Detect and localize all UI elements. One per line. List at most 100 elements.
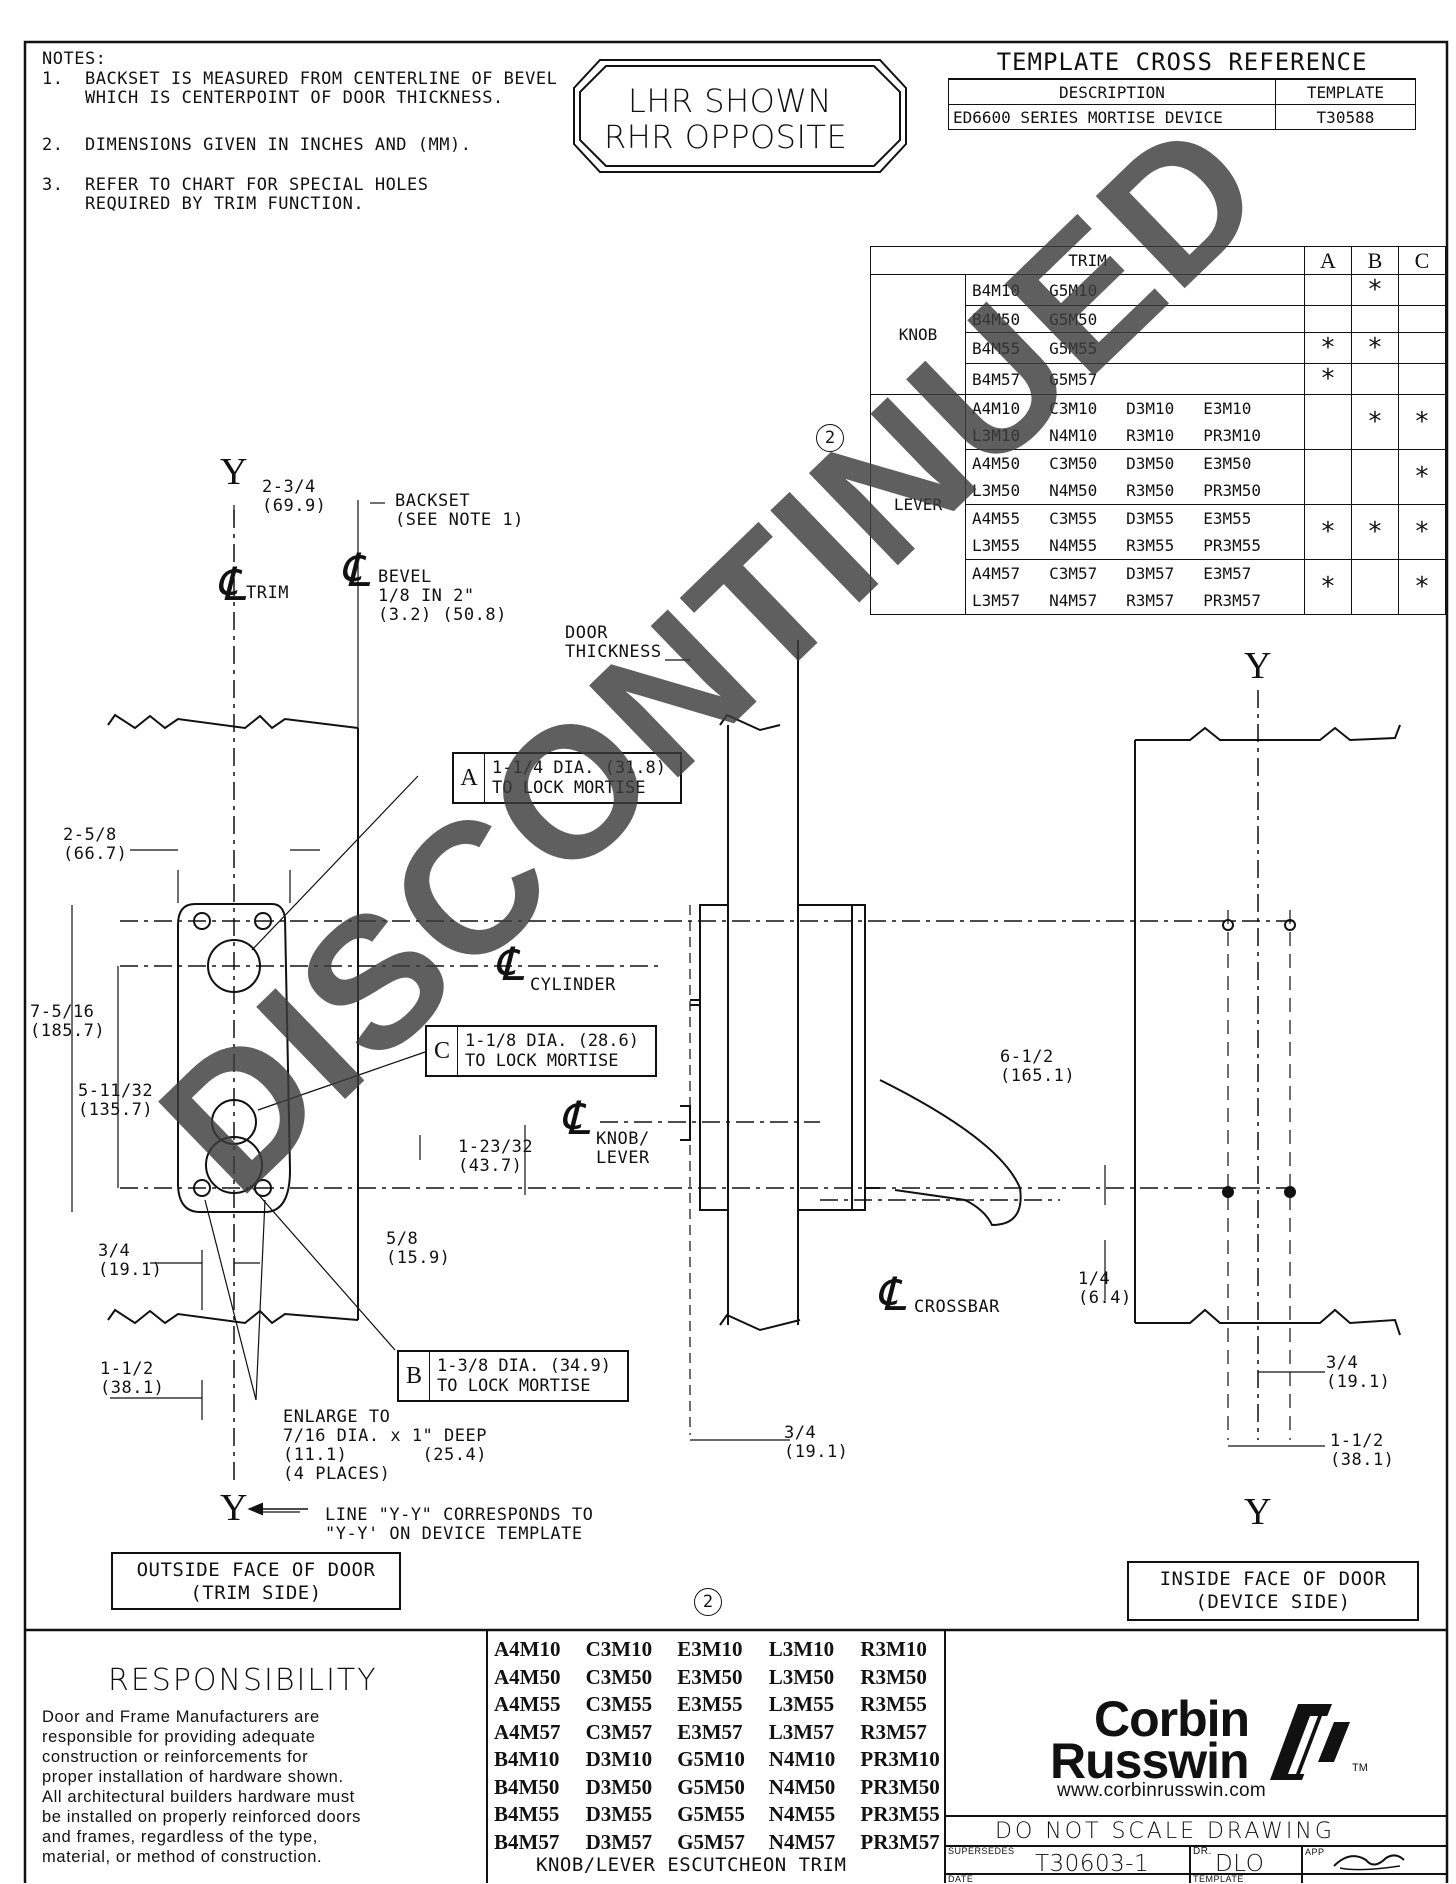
door-edge-dimension: 3/4 (19.1) <box>784 1423 849 1462</box>
lever-row-b: * <box>1351 504 1399 560</box>
knob-label: KNOB <box>870 274 966 395</box>
knob-row-b: * <box>1351 332 1399 364</box>
do-not-scale-label: DO NOT SCALE DRAWING <box>995 1819 1335 1844</box>
lever-row-line: L3M55 N4M55 R3M55 PR3M55 <box>972 536 1261 555</box>
trim-code: N4M50 <box>768 1774 836 1799</box>
hole-c-letter: C <box>427 1027 458 1075</box>
y-label-bottom-left: Y <box>220 1487 248 1529</box>
trim-header-c: C <box>1398 246 1446 275</box>
hand-opposite-label: RHR OPPOSITE <box>604 118 848 156</box>
cl-cylinder-label: CYLINDER <box>530 975 616 995</box>
knob-row-c <box>1398 363 1446 395</box>
hole-b-callout: B 1-3/8 DIA. (34.9) TO LOCK MORTISE <box>397 1350 629 1402</box>
brand-url: www.corbinrusswin.com <box>1057 1780 1267 1801</box>
trim-code: PR3M10 <box>860 1747 940 1771</box>
knob-row-c <box>1398 305 1446 333</box>
trim-code: R3M50 <box>860 1664 927 1689</box>
cl-crossbar-label: CROSSBAR <box>914 1297 1000 1317</box>
dr-label: DR. <box>1193 1846 1212 1857</box>
trim-header-b: B <box>1351 246 1399 275</box>
hole-offset-dimension: 5/8 (15.9) <box>386 1229 451 1268</box>
lever-row-b <box>1351 559 1399 615</box>
backset-dimension: 2-3/4 (69.9) <box>262 477 327 516</box>
trim-code: PR3M57 <box>860 1829 940 1854</box>
trim-code: B4M10 <box>494 1747 560 1771</box>
edge-dimension-right: 3/4 (19.1) <box>1326 1353 1391 1392</box>
lever-row-a <box>1304 394 1352 450</box>
trim-code: G5M55 <box>677 1802 745 1826</box>
height-dimension: 7-5/16 (185.7) <box>30 1002 106 1041</box>
dr-value: DLO <box>1215 1851 1265 1877</box>
cross-reference-title: TEMPLATE CROSS REFERENCE <box>948 46 1416 79</box>
xref-col-template: TEMPLATE <box>1274 79 1417 105</box>
lever-row-c: * <box>1398 504 1446 560</box>
approval-signature-icon <box>1333 1854 1405 1871</box>
lever-row-b: * <box>1351 394 1399 450</box>
trim-code: D3M55 <box>585 1802 653 1826</box>
edge-dimension-left: 3/4 (19.1) <box>98 1241 163 1280</box>
backset-label: BACKSET (SEE NOTE 1) <box>395 491 524 530</box>
revision-marker: 2 <box>694 1588 722 1616</box>
trim-code: C3M55 <box>585 1692 653 1716</box>
hand-shown-label: LHR SHOWN <box>628 82 832 120</box>
knob-row-c <box>1398 274 1446 306</box>
xref-col-description: DESCRIPTION <box>948 79 1276 105</box>
trim-code: L3M10 <box>768 1637 835 1661</box>
trim-code: A4M57 <box>494 1719 561 1744</box>
brand-stripes-icon <box>1270 1704 1350 1780</box>
trim-code: N4M55 <box>768 1802 836 1826</box>
trim-code: E3M10 <box>677 1637 743 1661</box>
trim-code: G5M10 <box>677 1747 745 1771</box>
trim-code: A4M10 <box>494 1637 561 1661</box>
centerline-symbol: ℄ <box>494 939 525 990</box>
trim-code: B4M50 <box>494 1774 560 1799</box>
lever-row-c: * <box>1398 394 1446 450</box>
lever-label: LEVER <box>870 394 966 615</box>
knob-row-a: * <box>1304 363 1352 395</box>
trim-code: D3M10 <box>585 1747 653 1771</box>
trim-code: D3M50 <box>585 1774 653 1799</box>
width-dimension: 2-5/8 (66.7) <box>63 825 128 864</box>
centerline-symbol: ℄ <box>876 1269 907 1320</box>
knob-offset-dimension: 1-23/32 (43.7) <box>458 1137 534 1176</box>
hole-a-text: 1-1/4 DIA. (31.8) TO LOCK MORTISE <box>492 758 666 798</box>
cl-trim-label: TRIM <box>246 583 289 603</box>
xref-row-template: T30588 <box>1274 104 1417 130</box>
trim-code: N4M10 <box>768 1747 836 1771</box>
knob-row-c <box>1398 332 1446 364</box>
hole-b-letter: B <box>399 1352 430 1400</box>
knob-row-b <box>1351 363 1399 395</box>
lever-row-a <box>1304 449 1352 505</box>
trim-code: L3M50 <box>768 1664 835 1689</box>
knob-row-a <box>1304 274 1352 306</box>
trim-code: PR3M55 <box>860 1802 940 1826</box>
supersedes-value: T30603-1 <box>1035 1851 1150 1877</box>
lever-row-line: A4M10 C3M10 D3M10 E3M10 <box>972 399 1252 418</box>
centerline-symbol: ℄ <box>340 545 371 596</box>
note-3-num: 3. <box>42 175 64 195</box>
brand-line2: Russwin <box>1050 1733 1250 1789</box>
revision-marker: 2 <box>816 424 844 452</box>
bottom-edge-dimension-right: 1-1/2 (38.1) <box>1330 1431 1395 1470</box>
knob-row-b: * <box>1351 274 1399 306</box>
brand-trademark: TM <box>1352 1762 1368 1774</box>
inside-face-label: INSIDE FACE OF DOOR (DEVICE SIDE) <box>1159 1568 1387 1613</box>
brand-line1: Corbin <box>1094 1691 1250 1747</box>
trim-code: E3M50 <box>677 1664 743 1689</box>
cl-knob-lever-label: KNOB/ LEVER <box>596 1129 650 1168</box>
y-label-top-right: Y <box>1244 645 1272 687</box>
lever-row-line: A4M50 C3M50 D3M50 E3M50 <box>972 454 1252 473</box>
trim-code: A4M50 <box>494 1664 561 1689</box>
trim-code: B4M55 <box>494 1802 560 1826</box>
centerline-symbol: ℄ <box>216 559 247 610</box>
trim-header: TRIM <box>870 246 1305 275</box>
cross-reference-table: TEMPLATE CROSS REFERENCE DESCRIPTION TEM… <box>948 46 1417 130</box>
note-3-text: REFER TO CHART FOR SPECIAL HOLES REQUIRE… <box>85 175 429 214</box>
trim-code: B4M57 <box>494 1829 560 1854</box>
responsibility-body: Door and Frame Manufacturers are respons… <box>42 1708 362 1866</box>
